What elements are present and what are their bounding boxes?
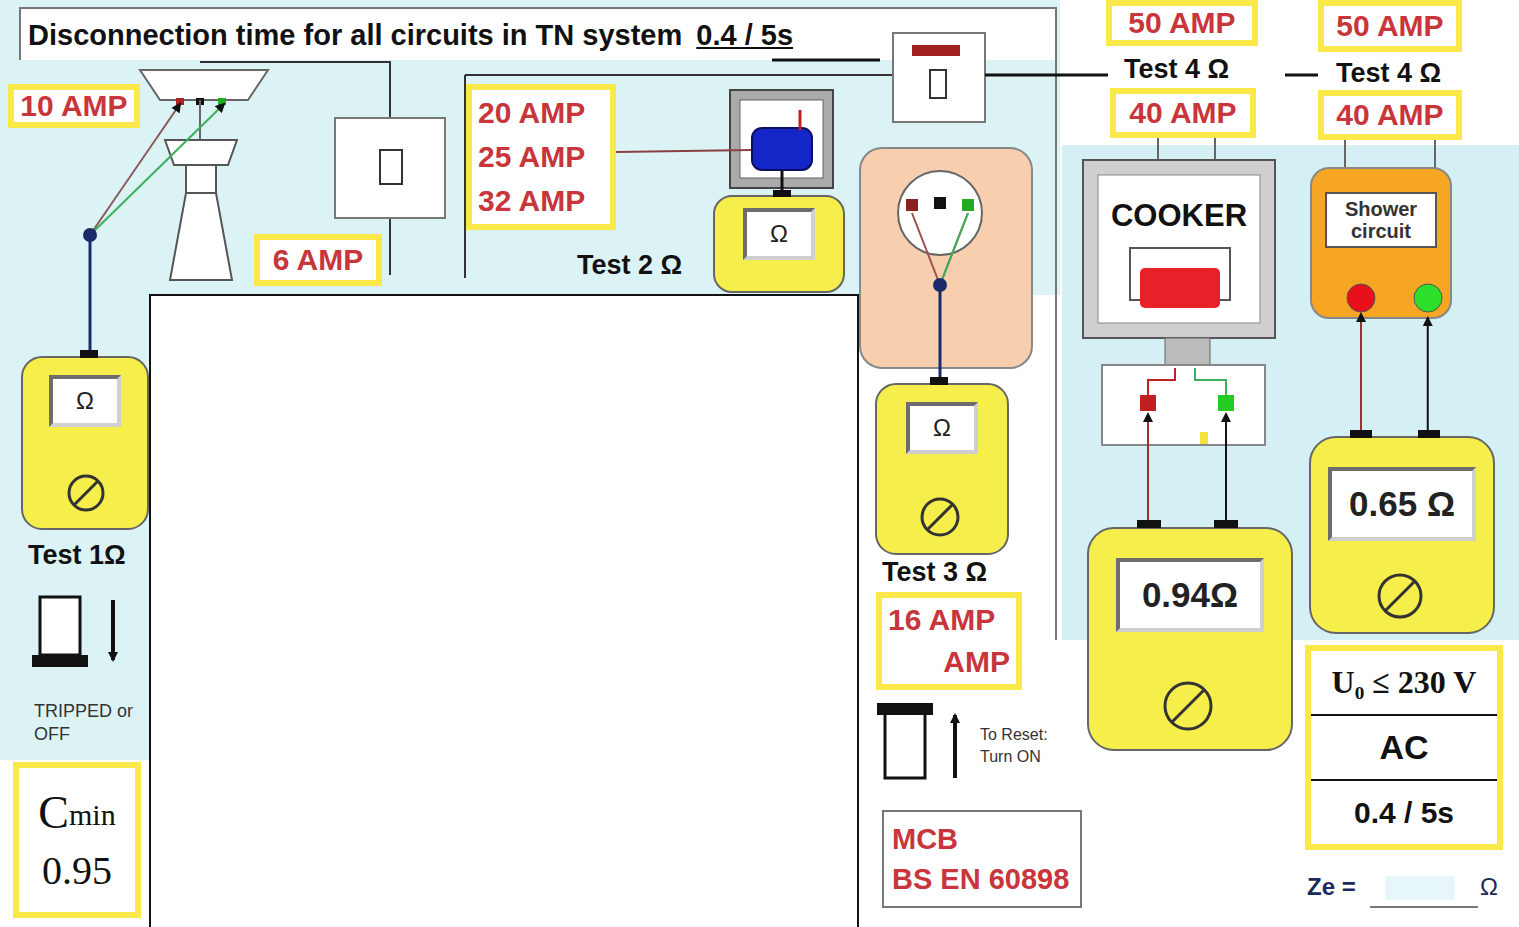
fuse-rating: 6 AMP <box>254 234 382 286</box>
node-text: 40 AMP <box>1330 98 1450 132</box>
node-text: C <box>38 786 69 839</box>
node-text: 20 AMP <box>478 91 604 135</box>
text-label: TRIPPED or OFF <box>34 700 134 747</box>
text-label: Test 2 Ω <box>577 250 682 281</box>
text-label: To Reset: Turn ON <box>980 724 1060 767</box>
node-text: Disconnection time for all circuits in T… <box>28 19 682 52</box>
text-label: Ze = <box>1307 873 1356 901</box>
fuse-rating: 40 AMP <box>1110 88 1256 138</box>
factor-box: Cmin0.95 <box>13 762 141 918</box>
test-lead <box>1427 318 1429 437</box>
breaker-standard: MCBBS EN 60898 <box>882 810 1082 908</box>
fuse-rating: 16 AMPAMP <box>876 592 1022 690</box>
fuse-rating: 10 AMP <box>8 84 140 128</box>
fuse-rating: 50 AMP <box>1106 0 1258 46</box>
node-text: 0.4 / 5s <box>696 19 793 52</box>
node-text: 50 AMP <box>1330 9 1450 43</box>
text-label: Test 4 Ω <box>1336 58 1441 89</box>
node-text: BS EN 60898 <box>892 859 1080 899</box>
ohm-meter: Ω <box>876 384 1008 554</box>
node-text: MCB <box>892 819 1080 859</box>
ohm-meter: 0.94Ω <box>1088 528 1292 750</box>
node-text: min <box>69 798 116 851</box>
node-text: U₀ ≤ 230 V <box>1311 651 1497 716</box>
node-text: Ω <box>743 208 815 260</box>
text-label: Test 1Ω <box>28 540 126 571</box>
node-text: 6 AMP <box>266 243 370 277</box>
ohm-meter: Ω <box>714 196 844 292</box>
ohm-meter: Ω <box>22 357 148 529</box>
title-band: Disconnection time for all circuits in T… <box>28 14 888 56</box>
node-text: 0.95 <box>25 847 129 894</box>
node-text: 0.94Ω <box>1116 558 1264 632</box>
ohm-meter: 0.65 Ω <box>1310 437 1494 633</box>
node-text: 0.65 Ω <box>1328 467 1476 541</box>
text-label: Test 3 Ω <box>882 557 987 588</box>
fuse-rating: 50 AMP <box>1318 0 1462 52</box>
node-text: Ω <box>49 375 121 427</box>
node-text: COOKER <box>1083 198 1275 234</box>
fuse-rating: 20 AMP25 AMP32 AMP <box>466 84 616 230</box>
node-text: 40 AMP <box>1122 96 1244 130</box>
node-text: 32 AMP <box>478 179 604 223</box>
node-text: 0.4 / 5s <box>1311 781 1497 844</box>
text-label: Test 4 Ω <box>1124 54 1229 85</box>
cooker-unit: COOKER <box>1083 160 1275 260</box>
supply-box: U₀ ≤ 230 VAC0.4 / 5s <box>1305 645 1503 850</box>
node-text: 50 AMP <box>1118 6 1246 40</box>
node-text: 16 AMP <box>888 599 1010 641</box>
shower-unit: Shower circuit <box>1311 168 1451 318</box>
node-text: AC <box>1311 716 1497 781</box>
node-text: Ω <box>906 402 978 454</box>
node-text: 10 AMP <box>20 89 128 123</box>
fuse-rating: 40 AMP <box>1318 90 1462 140</box>
node-text: 25 AMP <box>478 135 604 179</box>
node-text: AMP <box>888 641 1010 683</box>
text-label: Ω <box>1480 873 1498 901</box>
node-text: Shower circuit <box>1325 192 1437 248</box>
